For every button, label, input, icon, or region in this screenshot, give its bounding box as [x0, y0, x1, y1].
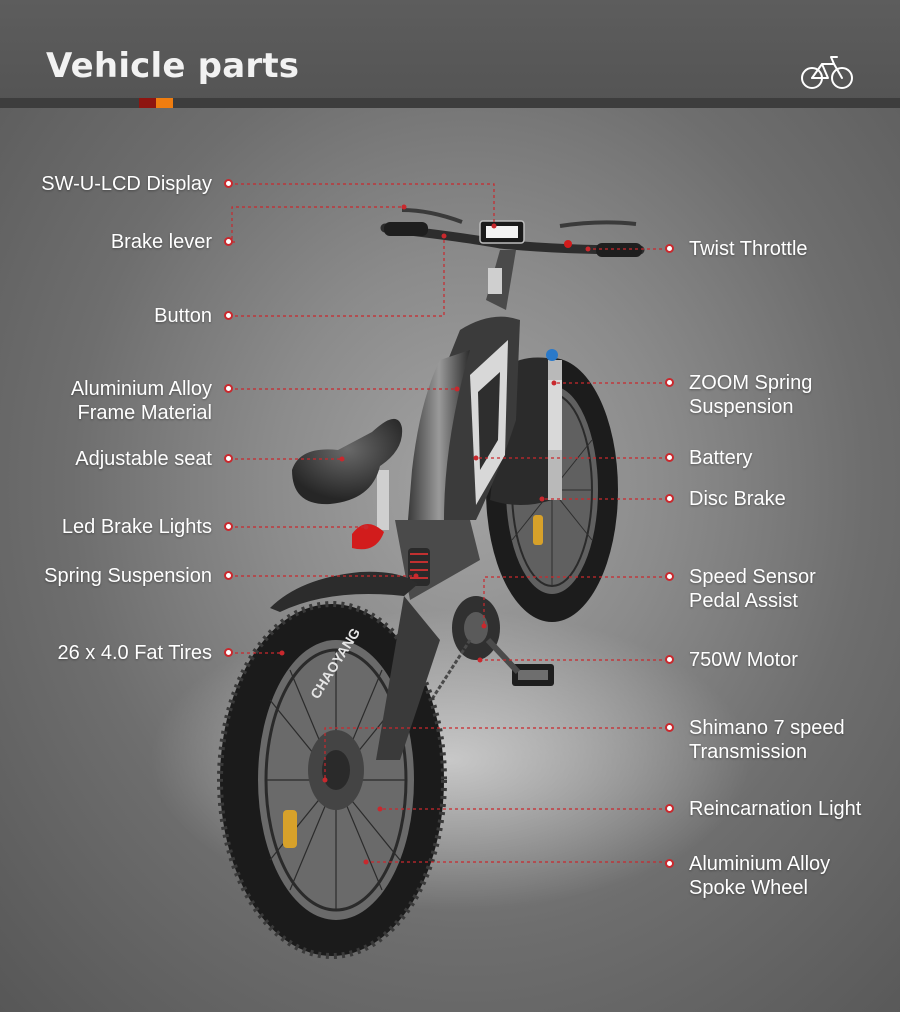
label-spoke-wheel-line-1: Aluminium Alloy [689, 853, 831, 875]
label-battery: Battery [689, 447, 753, 469]
label-adjustable-seat: Adjustable seat [75, 448, 212, 470]
label-motor: 750W Motor [689, 649, 798, 671]
callout-motor: 750W Motor [663, 648, 900, 672]
marker-dot [665, 378, 674, 387]
callout-adjustable-seat: Adjustable seat [0, 447, 236, 471]
page-title: Vehicle parts [46, 46, 300, 86]
accent-mark-red [139, 98, 156, 108]
label-twist-throttle: Twist Throttle [689, 238, 808, 260]
label-button: Button [154, 305, 212, 327]
marker-dot [665, 723, 674, 732]
bicycle-icon [801, 56, 853, 89]
label-speed-sensor-line-2: Pedal Assist [689, 590, 798, 612]
callout-aluminium-alloy-frame: Aluminium Alloy Frame Material [0, 377, 236, 425]
callout-button: Button [0, 304, 236, 328]
header-divider [0, 98, 900, 108]
callout-transmission: Shimano 7 speed Transmission [663, 716, 900, 764]
label-brake-lever: Brake lever [110, 231, 212, 253]
label-disc-brake: Disc Brake [689, 488, 786, 510]
marker-dot [224, 522, 233, 531]
callout-speed-sensor: Speed Sensor Pedal Assist [663, 565, 900, 613]
marker-dot [224, 237, 233, 246]
callout-battery: Battery [663, 446, 900, 470]
callout-zoom-spring-suspension: ZOOM Spring Suspension [663, 371, 900, 419]
label-spoke-wheel-line-2: Spoke Wheel [689, 877, 808, 899]
label-sw-u-lcd-display: SW-U-LCD Display [41, 173, 212, 195]
accent-mark-orange [156, 98, 173, 108]
callout-disc-brake: Disc Brake [663, 487, 900, 511]
marker-dot [665, 655, 674, 664]
callout-led-brake-lights: Led Brake Lights [0, 515, 236, 539]
label-zoom-line-2: Suspension [689, 396, 794, 418]
label-frame-line-1: Aluminium Alloy [70, 378, 212, 400]
header-bar: Vehicle parts [0, 0, 900, 104]
label-speed-sensor-line-1: Speed Sensor [689, 566, 816, 588]
marker-dot [224, 311, 233, 320]
label-transmission-line-1: Shimano 7 speed [689, 717, 845, 739]
label-led-brake-lights: Led Brake Lights [61, 516, 212, 538]
label-frame-line-2: Frame Material [77, 402, 212, 424]
marker-dot [224, 384, 233, 393]
callout-twist-throttle: Twist Throttle [663, 237, 900, 261]
marker-dot [665, 244, 674, 253]
label-fat-tires: 26 x 4.0 Fat Tires [57, 642, 212, 664]
marker-dot [224, 571, 233, 580]
callout-spring-suspension: Spring Suspension [0, 564, 236, 588]
callout-brake-lever: Brake lever [0, 230, 236, 254]
marker-dot [665, 572, 674, 581]
marker-dot [665, 859, 674, 868]
marker-dot [665, 804, 674, 813]
marker-dot [665, 453, 674, 462]
callout-sw-u-lcd-display: SW-U-LCD Display [0, 172, 236, 196]
callout-spoke-wheel: Aluminium Alloy Spoke Wheel [663, 852, 900, 900]
label-transmission-line-2: Transmission [689, 741, 808, 763]
label-spring-suspension: Spring Suspension [44, 565, 212, 587]
label-zoom-line-1: ZOOM Spring [689, 372, 813, 394]
callout-reincarnation-light: Reincarnation Light [663, 797, 900, 821]
marker-dot [224, 648, 233, 657]
marker-dot [665, 494, 674, 503]
label-reincarnation-light: Reincarnation Light [689, 798, 862, 820]
callout-fat-tires: 26 x 4.0 Fat Tires [0, 641, 236, 665]
marker-dot [224, 179, 233, 188]
marker-dot [224, 454, 233, 463]
